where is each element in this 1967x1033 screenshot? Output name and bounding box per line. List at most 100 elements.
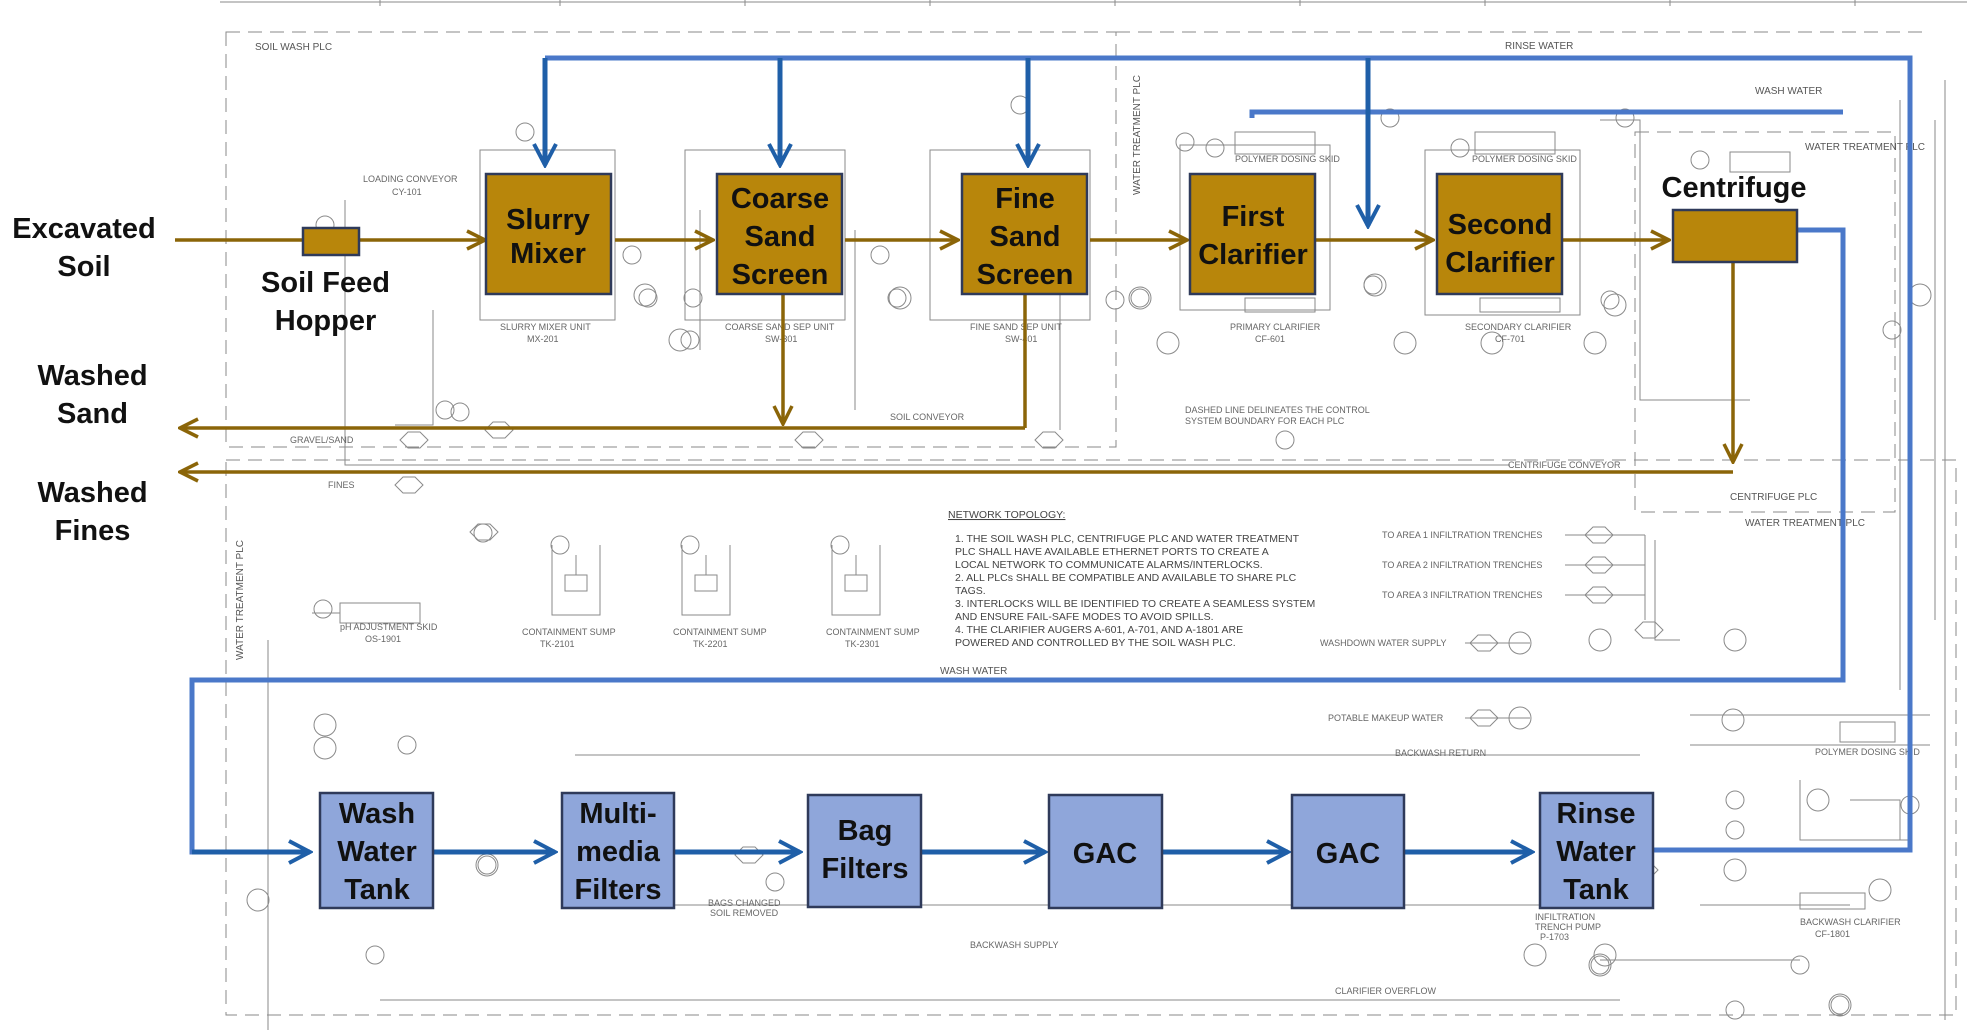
soil-feed-hopper-box xyxy=(303,228,359,255)
wash-water-branch xyxy=(1252,112,1843,118)
centrifuge-label: Centrifuge xyxy=(1662,172,1807,204)
trench-2-label: TO AREA 2 INFILTRATION TRENCHES xyxy=(1382,560,1542,570)
soil-feed-hopper-label: Soil Feed Hopper xyxy=(248,264,403,340)
soil-feed-hopper-line-2: Hopper xyxy=(248,302,403,340)
note-line-8: 4. THE CLARIFIER AUGERS A-601, A-701, AN… xyxy=(955,624,1243,636)
slurry-mixer-unit-tag: MX-201 xyxy=(527,334,559,344)
water-treatment-plc-vertical: WATER TREATMENT PLC xyxy=(1132,75,1143,195)
secondary-clarifier-tag: CF-701 xyxy=(1495,334,1525,344)
backwash-clarifier-tag: CF-1801 xyxy=(1815,929,1850,939)
washed-sand-line-2: Sand xyxy=(15,395,170,433)
washed-sand-label: Washed Sand xyxy=(15,357,170,433)
trench-3-label: TO AREA 3 INFILTRATION TRENCHES xyxy=(1382,590,1542,600)
water-unit-bag-filters: BagFilters xyxy=(808,795,921,907)
excavated-soil-line-1: Excavated xyxy=(0,210,168,248)
sump-1-tag: TK-2101 xyxy=(540,639,575,649)
polymer-dosing-label-2: POLYMER DOSING SKID xyxy=(1472,154,1577,164)
wash-water-bottom-label: WASH WATER xyxy=(940,666,1007,677)
ph-skid-tag: OS-1901 xyxy=(365,634,401,644)
network-topology-heading: NETWORK TOPOLOGY: xyxy=(948,509,1065,521)
note-line-6: 3. INTERLOCKS WILL BE IDENTIFIED TO CREA… xyxy=(955,598,1315,610)
washed-fines-label: Washed Fines xyxy=(15,474,170,550)
clarifier-overflow-label: CLARIFIER OVERFLOW xyxy=(1335,986,1437,996)
bags-changed-line-2: SOIL REMOVED xyxy=(710,908,779,918)
sump-2-tag: TK-2201 xyxy=(693,639,728,649)
water-unit-gac-1: GAC xyxy=(1049,795,1162,908)
water-treatment-plc-vertical-2: WATER TREATMENT PLC xyxy=(235,540,246,660)
secondary-clarifier-label: SECONDARY CLARIFIER xyxy=(1465,322,1572,332)
potable-label: POTABLE MAKEUP WATER xyxy=(1328,713,1444,723)
fines-line-label: FINES xyxy=(328,480,355,490)
water-treatment-plc-right-label: WATER TREATMENT PLC xyxy=(1805,142,1925,153)
dashed-note-line-1: DASHED LINE DELINEATES THE CONTROL xyxy=(1185,405,1370,415)
gac-1-label: GAC xyxy=(1073,838,1138,870)
dashed-note-line-2: SYSTEM BOUNDARY FOR EACH PLC xyxy=(1185,416,1345,426)
slurry-mixer-line-2: Mixer xyxy=(510,238,586,270)
fine-sep-unit-label: FINE SAND SEP UNIT xyxy=(970,322,1062,332)
wash-water-label: WASH WATER xyxy=(1755,86,1822,97)
soil-conveyor-label: SOIL CONVEYOR xyxy=(890,412,965,422)
centrifuge-conveyor-label: CENTRIFUGE CONVEYOR xyxy=(1508,460,1621,470)
polymer-dosing-label-1: POLYMER DOSING SKID xyxy=(1235,154,1340,164)
bags-changed-line-1: BAGS CHANGED xyxy=(708,898,781,908)
excavated-soil-label: Excavated Soil xyxy=(0,210,168,286)
coarse-sep-unit-tag: SW-301 xyxy=(765,334,797,344)
washed-fines-line-1: Washed xyxy=(15,474,170,512)
primary-clarifier-tag: CF-601 xyxy=(1255,334,1285,344)
ph-skid-label: pH ADJUSTMENT SKID xyxy=(340,622,438,632)
sump-3-tag: TK-2301 xyxy=(845,639,880,649)
note-line-2: PLC SHALL HAVE AVAILABLE ETHERNET PORTS … xyxy=(955,546,1269,558)
infiltration-pump-tag: P-1703 xyxy=(1540,932,1569,942)
water-unit-gac-2: GAC xyxy=(1292,795,1404,908)
loading-conveyor-tag: CY-101 xyxy=(392,187,422,197)
trench-1-label: TO AREA 1 INFILTRATION TRENCHES xyxy=(1382,530,1542,540)
process-unit-fine-sand-screen: FineSandScreen xyxy=(962,174,1087,294)
note-line-4: 2. ALL PLCs SHALL BE COMPATIBLE AND AVAI… xyxy=(955,572,1297,584)
process-unit-centrifuge: Centrifuge xyxy=(1662,172,1807,262)
water-treatment-plc-label-2: WATER TREATMENT PLC xyxy=(1745,518,1865,529)
coarse-sep-unit-label: COARSE SAND SEP UNIT xyxy=(725,322,835,332)
backwash-supply-label: BACKWASH SUPPLY xyxy=(970,940,1059,950)
slurry-mixer-line-1: Slurry xyxy=(506,204,590,236)
soil-wash-plc-label: SOIL WASH PLC xyxy=(255,42,332,53)
centrifuge-plc-label: CENTRIFUGE PLC xyxy=(1730,492,1817,503)
note-line-1: 1. THE SOIL WASH PLC, CENTRIFUGE PLC AND… xyxy=(955,533,1300,545)
note-line-7: AND ENSURE FAIL-SAFE MODES TO AVOID SPIL… xyxy=(955,611,1214,623)
infiltration-pump-label-1: INFILTRATION xyxy=(1535,912,1595,922)
note-line-9: POWERED AND CONTROLLED BY THE SOIL WASH … xyxy=(955,637,1236,649)
note-line-3: LOCAL NETWORK TO COMMUNICATE ALARMS/INTE… xyxy=(955,559,1263,571)
primary-clarifier-label: PRIMARY CLARIFIER xyxy=(1230,322,1321,332)
infiltration-pump-label-2: TRENCH PUMP xyxy=(1535,922,1601,932)
washed-fines-line-2: Fines xyxy=(15,512,170,550)
washdown-label: WASHDOWN WATER SUPPLY xyxy=(1320,638,1447,648)
sump-1-label: CONTAINMENT SUMP xyxy=(522,627,616,637)
gravel-sand-label: GRAVEL/SAND xyxy=(290,435,354,445)
note-line-5: TAGS. xyxy=(955,585,986,597)
excavated-soil-line-2: Soil xyxy=(0,248,168,286)
loading-conveyor-label: LOADING CONVEYOR xyxy=(363,174,458,184)
backwash-return-label: BACKWASH RETURN xyxy=(1395,748,1486,758)
sump-3-label: CONTAINMENT SUMP xyxy=(826,627,920,637)
washed-sand-line-1: Washed xyxy=(15,357,170,395)
sump-2-label: CONTAINMENT SUMP xyxy=(673,627,767,637)
fine-sep-unit-tag: SW-401 xyxy=(1005,334,1037,344)
backwash-clarifier-label: BACKWASH CLARIFIER xyxy=(1800,917,1901,927)
slurry-mixer-unit-label: SLURRY MIXER UNIT xyxy=(500,322,591,332)
rinse-water-label: RINSE WATER xyxy=(1505,41,1573,52)
gac-2-label: GAC xyxy=(1316,838,1381,870)
soil-feed-hopper-line-1: Soil Feed xyxy=(248,264,403,302)
polymer-dosing-label-3: POLYMER DOSING SKID xyxy=(1815,747,1920,757)
